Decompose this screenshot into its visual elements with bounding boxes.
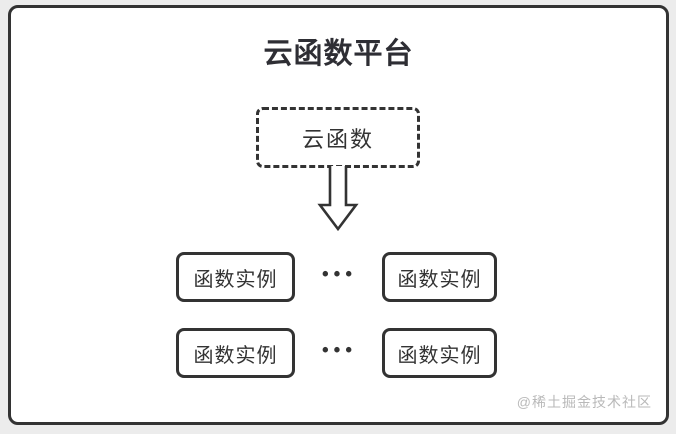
watermark: @稀土掘金技术社区 <box>516 394 652 410</box>
function-instance-label: 函数实例 <box>397 344 482 367</box>
diagram-title: 云函数平台 <box>263 38 414 70</box>
function-instance-box: 函数实例 <box>176 328 295 378</box>
diagram-panel: 云函数平台 云函数 函数实例 ••• 函数实例 函数实例 ••• 函数实例 @稀… <box>8 5 669 425</box>
function-instance-box: 函数实例 <box>382 328 497 378</box>
function-instance-box: 函数实例 <box>382 252 497 302</box>
function-instance-label: 函数实例 <box>397 268 482 291</box>
function-instance-label: 函数实例 <box>193 268 278 291</box>
cloud-function-label: 云函数 <box>301 126 374 152</box>
down-arrow-icon <box>317 166 359 232</box>
function-instance-box: 函数实例 <box>176 252 295 302</box>
cloud-function-box: 云函数 <box>256 107 420 168</box>
function-instance-label: 函数实例 <box>193 344 278 367</box>
ellipsis-dots: ••• <box>322 340 357 361</box>
ellipsis-dots: ••• <box>322 264 357 285</box>
